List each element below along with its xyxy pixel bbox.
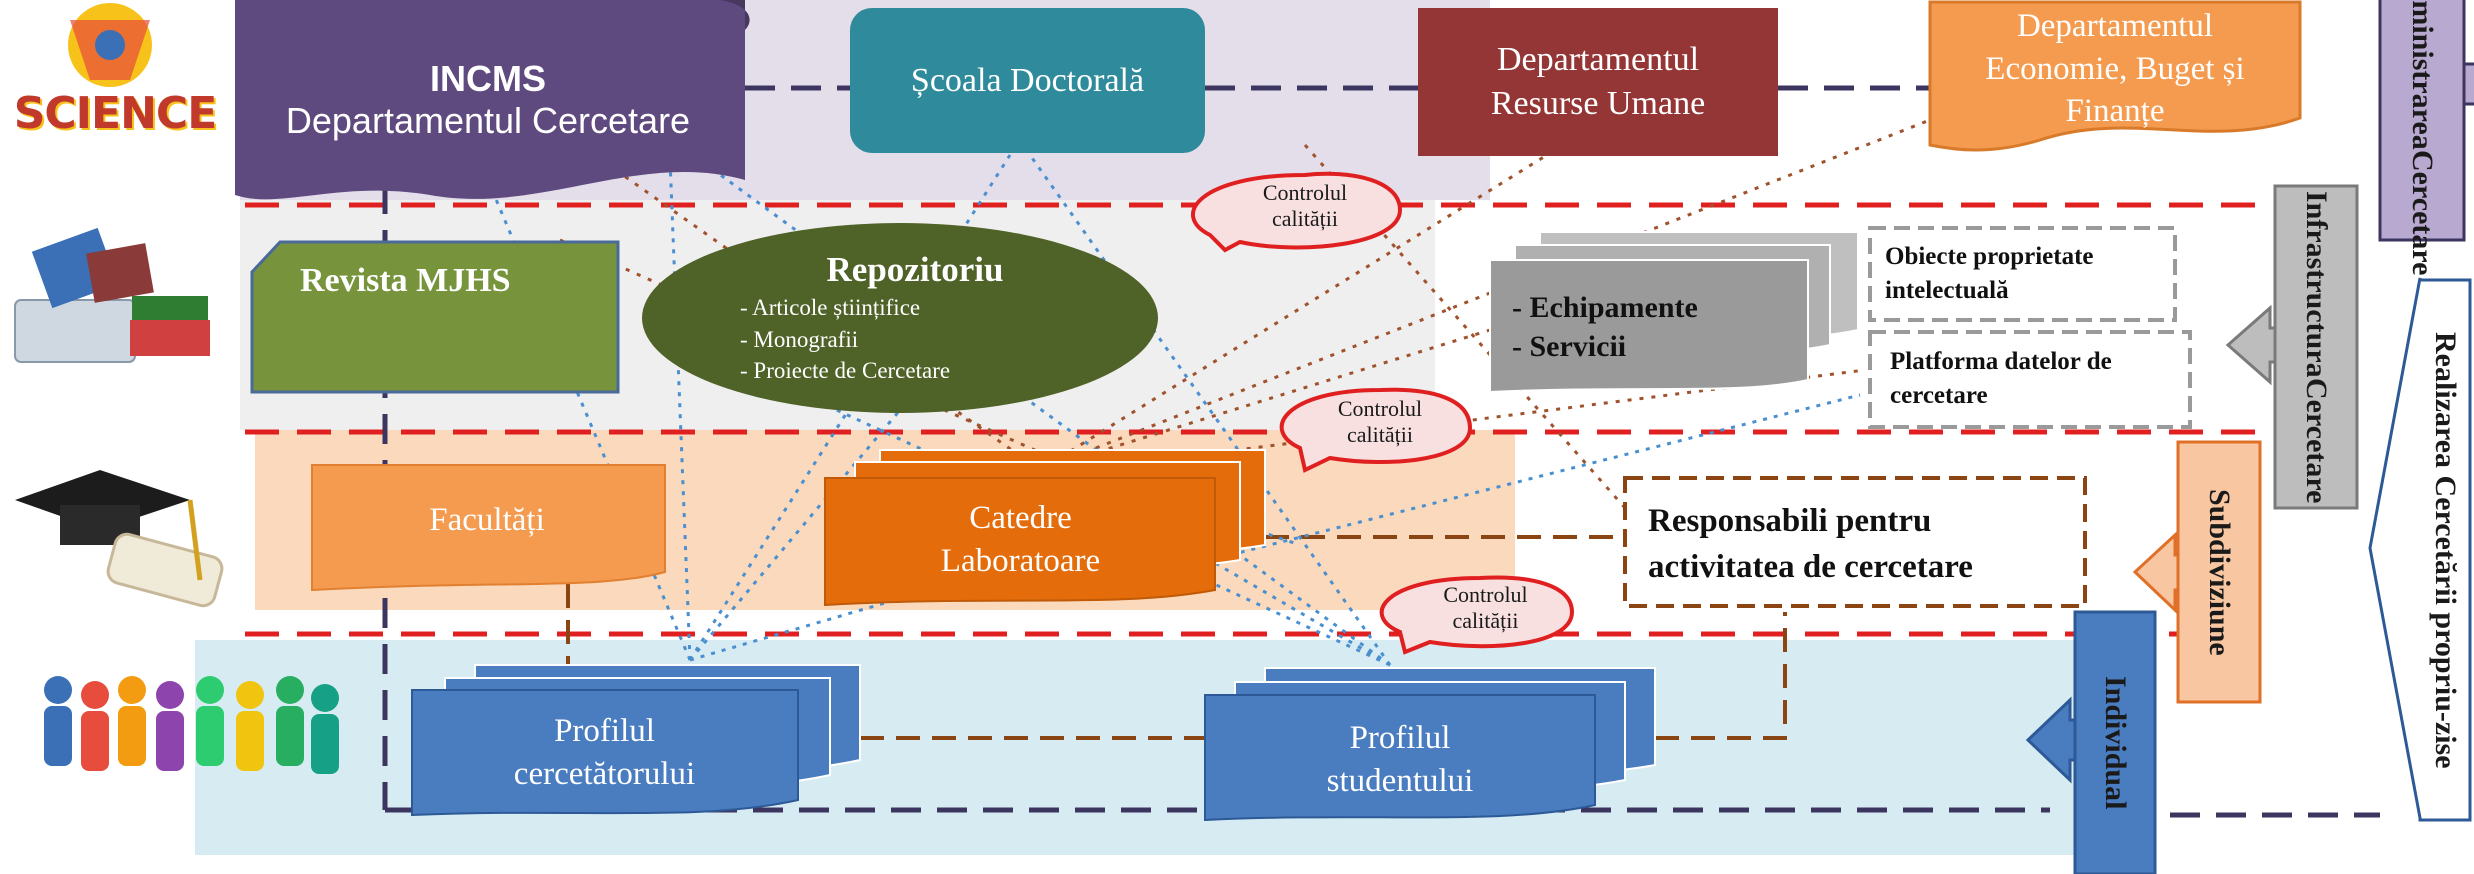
- economie-line1: Departamentul: [2016, 7, 2214, 44]
- people-image: [44, 676, 339, 774]
- profil-cercetator-shape: [411, 664, 861, 817]
- resurse-umane-line2: Resurse Umane: [1490, 85, 1706, 122]
- responsabili-box: [1623, 476, 2087, 608]
- side-label-infrastructura: Infrastructura Cercetare: [2277, 188, 2355, 506]
- side-label-individual: Individual: [2077, 614, 2153, 872]
- platforma-node: Platforma datelor de cercetare: [1890, 345, 2185, 413]
- echipamente-line1: - Echipamente: [1512, 291, 1698, 324]
- catedre-shape: [824, 449, 1266, 607]
- arrow-realizarea: [2368, 277, 2472, 822]
- box-administrare: [2378, 0, 2466, 242]
- resurse-umane-line1: Departamentul: [1496, 40, 1700, 78]
- economie-line3: Finanțe: [2065, 93, 2165, 130]
- profil-student-shape: [1204, 667, 1656, 822]
- callout-calitatii-1: Controlul calității: [1215, 180, 1395, 233]
- revista-shape: [250, 240, 620, 394]
- repozitoriu-title: Repozitoriu: [826, 250, 1004, 289]
- science-logo: [68, 3, 152, 87]
- callout-2: [1279, 387, 1473, 473]
- callout-line2: calității: [1272, 206, 1338, 232]
- subdiviziune-text: Subdiviziune: [2202, 488, 2236, 656]
- platforma-line2: cercetare: [1890, 381, 1988, 409]
- platforma-line1: Platforma datelor de: [1890, 348, 2112, 375]
- responsabili-line2: activitatea de cercetare: [1648, 549, 1973, 586]
- responsabili-line1: Responsabili pentru: [1648, 503, 1932, 539]
- administrarea-line2: Cercetare: [2405, 150, 2439, 276]
- callout-line2: calității: [1347, 422, 1413, 448]
- profil-cercetator-node: Profilul cercetătorului: [412, 695, 797, 810]
- administrarea-line1: Administrarea: [2405, 0, 2439, 151]
- platforma-box: [1868, 330, 2192, 429]
- repozitoriu-item: - Monografii: [740, 326, 859, 352]
- obiecte-line1: Obiecte proprietate: [1885, 243, 2094, 270]
- scoala-doctorala-label: Școala Doctorală: [910, 61, 1145, 99]
- revista-label: Revista MJHS: [300, 262, 511, 299]
- responsabili-node: Responsabili pentru activitatea de cerce…: [1648, 498, 2078, 590]
- side-label-subdiviziune: Subdiviziune: [2180, 444, 2258, 700]
- obiecte-box: [1868, 226, 2177, 322]
- repozitoriu-item: - Proiecte de Cercetare: [740, 358, 951, 384]
- catedre-line1: Catedre: [969, 499, 1072, 536]
- incms-node: INCMS Departamentul Cercetare: [238, 40, 738, 160]
- callout-shapes: [1191, 171, 1575, 655]
- repozitoriu-shape: [642, 223, 1158, 413]
- profil-cercetator-line1: Profilul: [554, 712, 655, 749]
- box-infrastructura: [2273, 184, 2359, 510]
- obiecte-node: Obiecte proprietate intelectuală: [1885, 240, 2170, 308]
- profil-student-line2: studentului: [1326, 762, 1474, 799]
- callout-line1: Controlul: [1262, 180, 1348, 205]
- economie-shape: [1928, 0, 2302, 152]
- repozitoriu-item: - Articole științifice: [740, 295, 921, 320]
- incms-title: INCMS: [430, 58, 546, 99]
- repozitoriu-node: Repozitoriu - Articole științifice - Mon…: [700, 250, 1120, 387]
- infrastructura-line2: Cercetare: [2299, 377, 2333, 504]
- echipamente-line2: - Servicii: [1512, 330, 1627, 363]
- facultati-label: Facultăți: [429, 501, 545, 538]
- callout-calitatii-2: Controlul calității: [1290, 396, 1470, 449]
- callout-line2: calității: [1452, 608, 1519, 634]
- side-label-realizarea: Realizarea Cercetării propriu-zise: [2420, 280, 2470, 820]
- facultati-node: Facultăți: [312, 465, 662, 575]
- profil-cercetator-line2: cercetătorului: [513, 755, 696, 792]
- callout-line1: Controlul: [1337, 396, 1423, 421]
- callout-1: [1191, 171, 1403, 253]
- profil-student-node: Profilul studentului: [1205, 702, 1595, 817]
- science-logo-text: SCIENCE: [13, 88, 218, 139]
- catedre-line2: Laboratoare: [940, 542, 1101, 579]
- revista-node: Revista MJHS: [300, 262, 600, 300]
- obiecte-line2: intelectuală: [1885, 276, 2009, 304]
- side-label-administrarea: Administrarea Cercetare: [2382, 0, 2462, 276]
- infrastructura-line1: Infrastructura: [2299, 190, 2333, 378]
- incms-subtitle: Departamentul Cercetare: [285, 100, 691, 141]
- callout-3: [1379, 575, 1575, 655]
- catedre-node: Catedre Laboratoare: [828, 482, 1213, 597]
- facultati-shape: [311, 464, 666, 592]
- incms-shape: [235, 0, 745, 200]
- scoala-doctorala-node: Școala Doctorală: [850, 8, 1205, 153]
- callout-line1: Controlul: [1443, 582, 1528, 607]
- economie-node: Departamentul Economie, Buget și Finanțe: [1932, 4, 2298, 134]
- echipamente-shape: [1489, 231, 1859, 394]
- realizarea-text: Realizarea Cercetării propriu-zise: [2428, 331, 2462, 769]
- economie-line2: Economie, Buget și: [1985, 50, 2245, 87]
- books-laptop-image: [14, 227, 210, 363]
- individual-text: Individual: [2098, 676, 2132, 810]
- box-subdiviziune: [2176, 440, 2262, 704]
- graduation-cap-image: [15, 470, 224, 608]
- resurse-umane-node: Departamentul Resurse Umane: [1418, 8, 1778, 156]
- box-individual: [2073, 610, 2157, 874]
- profil-student-line1: Profilul: [1349, 719, 1451, 756]
- callout-calitatii-3: Controlul calității: [1398, 582, 1573, 635]
- echipamente-node: - Echipamente - Servicii: [1512, 288, 1802, 366]
